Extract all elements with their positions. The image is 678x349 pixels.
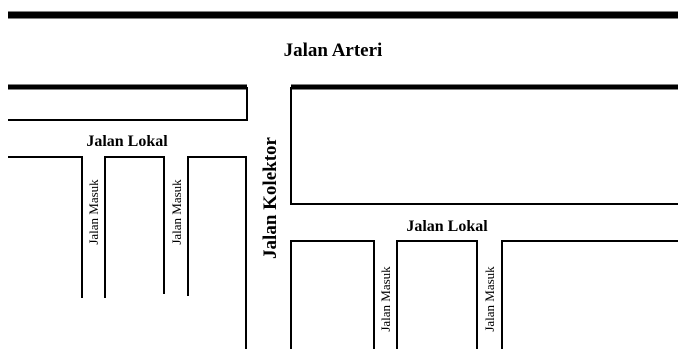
left-local-lower-edge-b: [104, 156, 165, 298]
collector-road-label: Jalan Kolektor: [260, 136, 281, 258]
right-local-road-label: Jalan Lokal: [406, 218, 488, 235]
access-road-label-1: Jalan Masuk: [86, 179, 101, 245]
access-road-label-4: Jalan Masuk: [482, 266, 497, 332]
arterial-road-label: Jalan Arteri: [284, 40, 383, 61]
right-local-lower-edge-a: [290, 240, 375, 349]
right-local-lower-edge-c: [501, 240, 678, 349]
left-local-lower-edge-c: [187, 156, 247, 349]
left-local-lower-edge-a: [8, 156, 83, 298]
right-local-lower-edge-b: [396, 240, 478, 349]
access-road-label-2: Jalan Masuk: [169, 179, 184, 245]
left-block-right-edge: [8, 87, 248, 121]
left-local-road-label: Jalan Lokal: [86, 133, 168, 150]
right-block-left-edge: [290, 87, 678, 205]
access-road-label-3: Jalan Masuk: [378, 266, 393, 332]
